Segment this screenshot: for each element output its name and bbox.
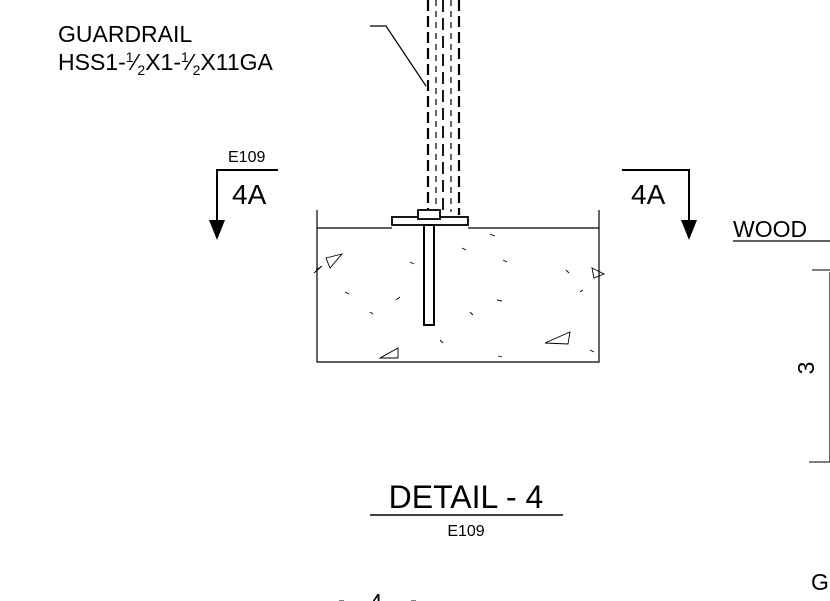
bottom-partial-letter: G [811,569,829,595]
dimension-value: 3 [793,362,819,375]
guardrail-note-line2: HSS1-1⁄2X1-1⁄2X11GA [58,49,274,78]
guardrail-note-line1: GUARDRAIL [58,21,192,47]
bottom-partial-number: 4 [370,589,383,601]
anchor-bolt [423,224,435,326]
section-right-arrow [681,220,697,240]
section-cut-left: E109 4A [209,149,278,240]
section-right-tag: 4A [631,179,666,210]
guardrail-note: GUARDRAIL HSS1-1⁄2X1-1⁄2X11GA [58,21,274,78]
anchor-nut [417,209,441,220]
bottom-partial-dimension: 4 [339,589,416,601]
concrete-footing [313,210,606,363]
section-left-tag: 4A [232,179,267,210]
base-plate-assembly [391,209,469,326]
detail-title-sheet-ref: E109 [447,523,484,540]
section-cut-right: 4A [622,169,697,240]
dimension-line [809,269,830,463]
concrete-hatch [313,233,606,359]
hss-mid: X1- [145,49,181,75]
section-left-arrow [209,220,225,240]
leader-line [370,25,427,87]
fraction-denominator-2: 2 [193,62,201,78]
wood-label: WOOD [733,216,807,242]
detail-title: DETAIL - 4 [389,479,544,515]
fraction-numerator: 1 [126,49,134,65]
guardrail-post [426,0,461,215]
detail-title-block: DETAIL - 4 E109 [370,479,563,540]
hss-suffix: X11GA [200,49,273,75]
fraction-numerator-2: 1 [181,49,189,65]
hss-prefix: HSS1- [58,49,126,75]
section-left-sheet-ref: E109 [228,149,265,166]
fraction-denominator: 2 [137,62,145,78]
